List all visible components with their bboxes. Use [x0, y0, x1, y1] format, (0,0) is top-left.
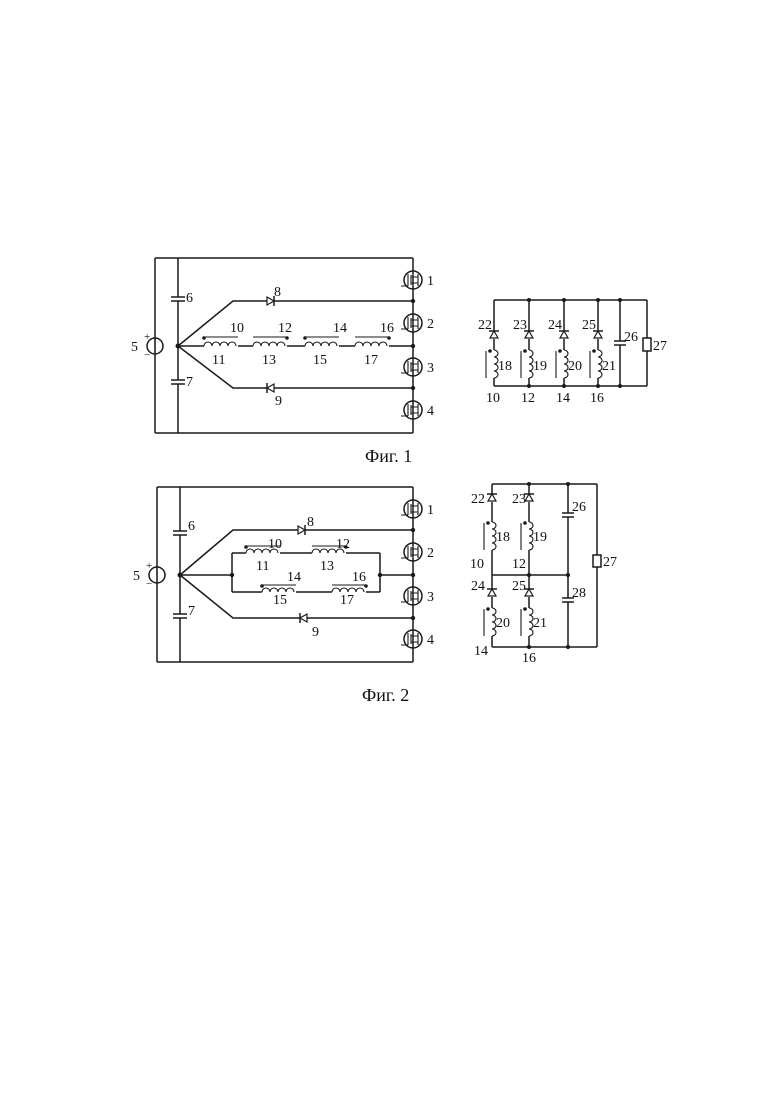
transistor-1-label: 1	[427, 503, 434, 518]
diode-24-label: 24	[548, 318, 562, 333]
diode-23-label: 23	[512, 492, 526, 507]
winding-16-label: 16	[380, 321, 394, 336]
source-minus: −	[146, 578, 152, 590]
figure-1-caption: Фиг. 1	[365, 446, 412, 466]
resistor-27-label: 27	[653, 339, 667, 354]
fig2-inverter: 6 7 5 + − 8 9	[133, 487, 434, 662]
transistor-2-label: 2	[427, 317, 434, 332]
diode-24-label: 24	[471, 579, 485, 594]
transistor-4	[401, 630, 422, 648]
capacitor-6-label: 6	[186, 291, 193, 306]
coil-21-label: 21	[533, 616, 547, 631]
diode-25-label: 25	[512, 579, 526, 594]
source-plus: +	[146, 560, 152, 572]
capacitor-7	[173, 614, 187, 618]
coil-18-label: 18	[498, 359, 512, 374]
inductor-17	[355, 336, 391, 348]
winding-12-label: 12	[336, 537, 350, 552]
winding-15-label: 15	[273, 593, 287, 608]
winding-11-label: 11	[212, 353, 225, 368]
capacitor-7	[171, 380, 185, 384]
winding-13-label: 13	[262, 353, 276, 368]
capacitor-6	[171, 297, 185, 301]
core-10-label: 10	[470, 557, 484, 572]
winding-17-label: 17	[340, 593, 354, 608]
diode-25-label: 25	[582, 318, 596, 333]
source-minus: −	[144, 349, 150, 361]
resistor-27	[593, 555, 601, 567]
transistor-1	[401, 500, 422, 518]
capacitor-26-label: 26	[572, 500, 586, 515]
transistor-3-label: 3	[427, 590, 434, 605]
winding-13-label: 13	[320, 559, 334, 574]
coil-19-label: 19	[533, 359, 547, 374]
transistor-1	[401, 271, 422, 289]
transistor-4-label: 4	[427, 633, 434, 648]
coil-20-label: 20	[568, 359, 582, 374]
source-plus: +	[144, 331, 150, 343]
core-16-label: 16	[590, 391, 604, 406]
diode-9-label: 9	[275, 394, 282, 409]
transistor-3	[401, 358, 422, 376]
capacitor-6-label: 6	[188, 519, 195, 534]
figure-2-caption: Фиг. 2	[362, 685, 409, 705]
fig2-rectifier: 27 26 28	[470, 482, 617, 666]
capacitor-7-label: 7	[186, 375, 193, 390]
winding-14-label: 14	[287, 570, 301, 585]
coil-19-label: 19	[533, 530, 547, 545]
inductor-11	[202, 336, 238, 348]
core-14-label: 14	[474, 644, 488, 659]
diode-8-label: 8	[274, 285, 281, 300]
transistor-2-label: 2	[427, 546, 434, 561]
winding-11-label: 11	[256, 559, 269, 574]
diode-9	[267, 383, 274, 393]
winding-10-label: 10	[268, 537, 282, 552]
resistor-27	[643, 338, 651, 351]
fig1-rectifier: 27 26	[478, 298, 667, 406]
core-12-label: 12	[521, 391, 535, 406]
transistor-3	[401, 587, 422, 605]
core-12-label: 12	[512, 557, 526, 572]
diode-9	[300, 613, 307, 623]
transistor-2	[401, 314, 422, 332]
diode-8	[267, 296, 274, 306]
capacitor-6	[173, 531, 187, 535]
resistor-27-label: 27	[603, 555, 617, 570]
inductor-15	[303, 336, 339, 348]
source-5-label: 5	[131, 340, 138, 355]
winding-12-label: 12	[278, 321, 292, 336]
winding-14-label: 14	[333, 321, 347, 336]
diode-9-label: 9	[312, 625, 319, 640]
inductor-13	[253, 336, 289, 348]
diode-22-label: 22	[478, 318, 492, 333]
capacitor-7-label: 7	[188, 604, 195, 619]
transistor-3-label: 3	[427, 361, 434, 376]
diode-22-label: 22	[471, 492, 485, 507]
transistor-4-label: 4	[427, 404, 434, 419]
coil-20-label: 20	[496, 616, 510, 631]
winding-10-label: 10	[230, 321, 244, 336]
fig1-inverter: 6 7 5 + − 8 9	[131, 258, 434, 433]
source-5-label: 5	[133, 569, 140, 584]
coil-21-label: 21	[602, 359, 616, 374]
transistor-2	[401, 543, 422, 561]
capacitor-26-label: 26	[624, 330, 638, 345]
coil-18-label: 18	[496, 530, 510, 545]
winding-16-label: 16	[352, 570, 366, 585]
transistor-4	[401, 401, 422, 419]
core-16-label: 16	[522, 651, 536, 666]
diode-23-label: 23	[513, 318, 527, 333]
core-14-label: 14	[556, 391, 570, 406]
capacitor-28-label: 28	[572, 586, 586, 601]
core-10-label: 10	[486, 391, 500, 406]
diode-8-label: 8	[307, 515, 314, 530]
diode-8	[298, 525, 305, 535]
rect-leg-3	[484, 575, 497, 647]
winding-17-label: 17	[364, 353, 378, 368]
winding-15-label: 15	[313, 353, 327, 368]
transistor-1-label: 1	[427, 274, 434, 289]
